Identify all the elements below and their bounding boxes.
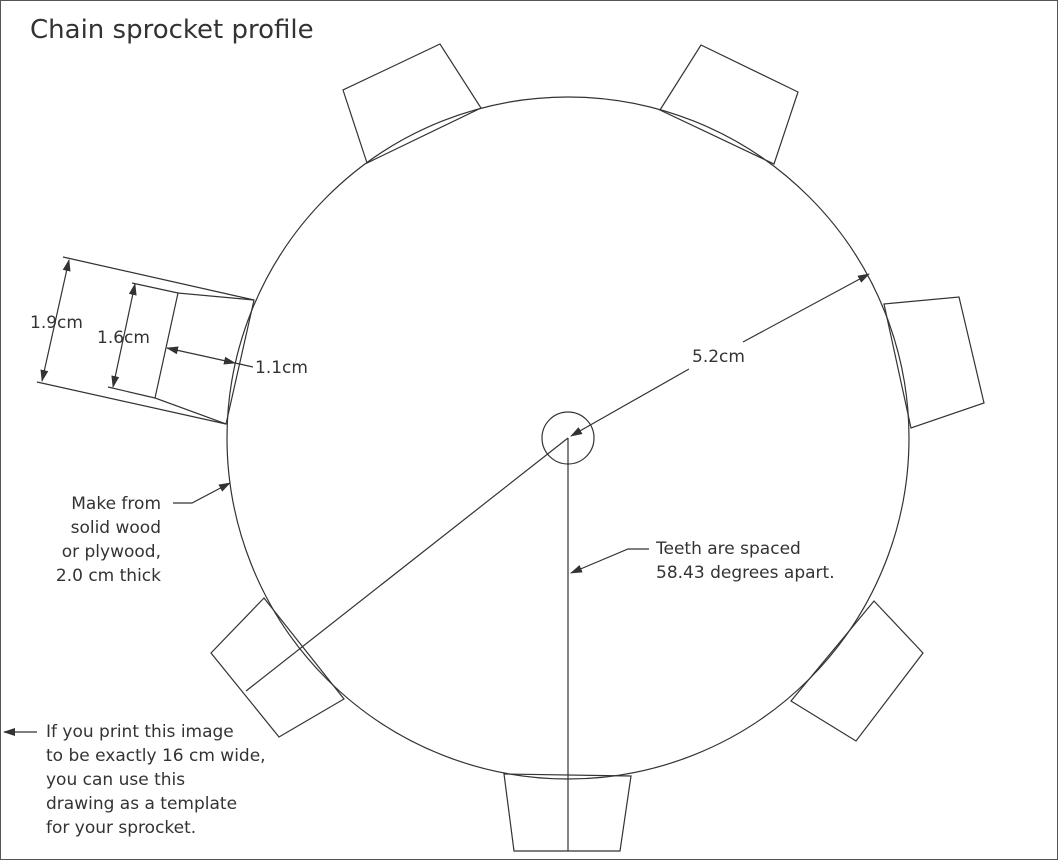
tooth-depth-label: 1.1cm [255,358,308,378]
page-title: Chain sprocket profile [30,15,314,45]
tooth-bottom-left [210,597,345,738]
note-line: solid wood [70,518,161,538]
note-line: to be exactly 16 cm wide, [46,746,266,766]
note-line: drawing as a template [46,794,238,814]
material-leader [173,482,231,504]
note-line: Teeth are spaced [656,539,801,559]
inner-width-dimension-line [111,283,137,388]
reference-line-diagonal [245,437,569,692]
note-line: for your sprocket. [46,818,197,838]
note-line: 58.43 degrees apart. [656,563,835,583]
radius-dimension-line-b [742,273,870,343]
radius-dimension-line-a [570,368,690,437]
tooth-bottom [503,773,632,852]
note-line: If you print this image [46,722,234,742]
tooth-left [154,292,255,425]
tooth-right [883,296,985,429]
depth-dimension-line [166,346,236,365]
extension-line [131,282,179,294]
extension-line [107,386,156,399]
note-line: Make from [71,494,161,514]
print-note: If you print this image to be exactly 16… [46,720,266,840]
tooth-bottom-right [790,600,924,742]
spacing-leader [570,548,649,574]
inner-width-label: 1.6cm [97,328,150,348]
note-line: you can use this [46,770,186,790]
tooth-top-right [659,44,799,165]
extension-line [36,381,227,425]
tooth-top-left [342,43,482,164]
outer-width-label: 1.9cm [30,313,83,333]
note-line: 2.0 cm thick [55,566,161,586]
radius-label: 5.2cm [692,347,745,367]
material-note: Make from solid wood or plywood, 2.0 cm … [41,492,161,588]
spacing-note: Teeth are spaced 58.43 degrees apart. [656,537,835,585]
outer-width-dimension-line [40,259,71,382]
depth-leader [234,362,254,368]
extension-line [62,256,255,301]
note-line: or plywood, [61,542,161,562]
